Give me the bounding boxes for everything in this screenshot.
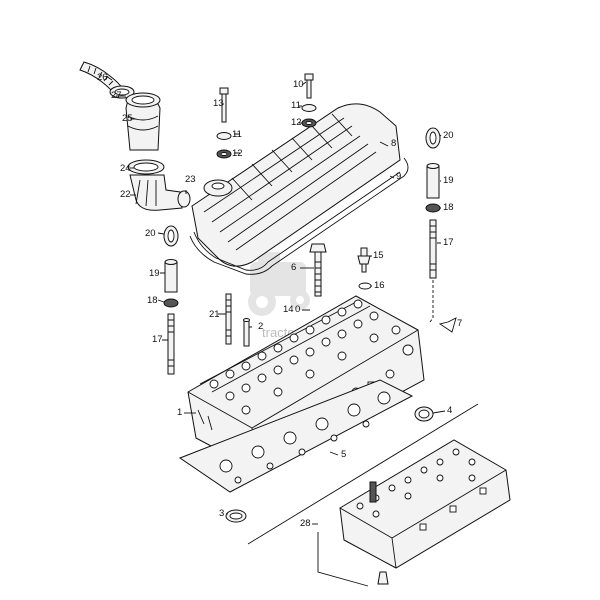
callout-label-c12b: 12: [291, 117, 302, 128]
cover-bolt-right: [301, 73, 317, 128]
separator-line: [247, 403, 479, 545]
callout-label-c6: 6: [291, 262, 296, 273]
callout-label-c14: 14: [283, 304, 294, 315]
callout-label-c22: 22: [120, 189, 131, 200]
breather-assembly: [79, 61, 191, 211]
callout-label-c8: 8: [391, 138, 396, 149]
callout-label-c5: 5: [341, 449, 346, 460]
callout-label-c26: 26: [97, 72, 108, 83]
callout-label-c11b: 11: [291, 100, 301, 111]
callout-label-c17a: 17: [443, 237, 454, 248]
callout-label-c19a: 19: [443, 175, 454, 186]
callout-label-c12a: 12: [232, 148, 243, 159]
callout-label-c13: 13: [213, 98, 224, 109]
head-bolt: [309, 243, 327, 297]
callout-label-c21: 21: [209, 309, 220, 320]
callout-label-c28: 28: [300, 518, 311, 529]
o-ring: [225, 509, 247, 523]
lifting-eye-right: [425, 127, 441, 323]
callout-label-c25: 25: [122, 113, 133, 124]
callout-label-c7: 7: [457, 318, 462, 329]
callout-label-c20a: 20: [443, 130, 454, 141]
callout-label-c19b: 19: [149, 268, 160, 279]
callout-label-c16: 16: [374, 280, 385, 291]
callout-label-c20b: 20: [145, 228, 156, 239]
callout-label-c0: 0: [295, 304, 300, 315]
callout-label-c17b: 17: [152, 334, 163, 345]
callout-label-c9: 9: [396, 171, 401, 182]
lifting-eye-left: [163, 225, 179, 375]
plug-part: [177, 190, 191, 208]
callout-label-c24: 24: [120, 163, 131, 174]
rocker-cover: [189, 103, 409, 275]
callout-labels: 2627252422231311121011128920191817201918…: [97, 72, 462, 529]
leader-lines: [105, 75, 457, 525]
studs: [225, 293, 250, 347]
temp-sensor: [357, 247, 372, 290]
callout-label-c3: 3: [219, 508, 224, 519]
head-assembly: [317, 439, 511, 587]
callout-label-c23: 23: [185, 174, 196, 185]
seal-ring: [414, 406, 434, 422]
callout-label-c4: 4: [447, 405, 452, 416]
callout-label-c10: 10: [293, 79, 304, 90]
cover-bolt-left: [216, 87, 232, 159]
watermark-logo: [248, 252, 310, 316]
callout-label-c27: 27: [111, 90, 122, 101]
callout-label-c18a: 18: [443, 202, 454, 213]
callout-label-c15: 15: [373, 250, 384, 261]
callout-label-c11a: 11: [232, 129, 242, 140]
head-gasket: [178, 379, 414, 493]
callout-label-c1: 1: [177, 407, 182, 418]
callout-label-c18b: 18: [147, 295, 158, 306]
callout-label-c2: 2: [258, 321, 263, 332]
